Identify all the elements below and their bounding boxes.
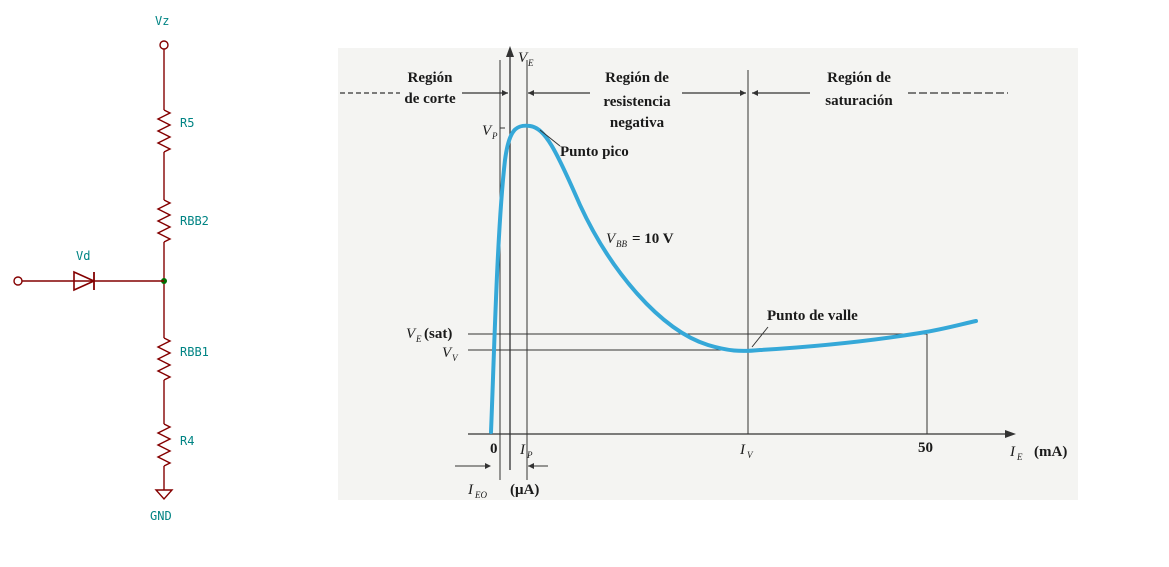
valley-pointer bbox=[751, 326, 769, 348]
vp-sub: P bbox=[491, 131, 498, 141]
region-cut-line2: de corte bbox=[404, 91, 456, 107]
rbb1-label: RBB1 bbox=[180, 345, 209, 359]
x-axis-label-sub: E bbox=[1016, 452, 1023, 462]
x-axis-label: I bbox=[1009, 444, 1016, 460]
rbb2-resistor bbox=[156, 199, 172, 243]
ip-sub: P bbox=[526, 450, 533, 460]
valley-label: Punto de valle bbox=[767, 308, 858, 324]
x-axis-arrow-icon bbox=[1005, 430, 1016, 438]
graph-background bbox=[338, 48, 1078, 500]
r5-resistor bbox=[156, 109, 172, 153]
vz-terminal bbox=[159, 40, 169, 50]
iv-sub: V bbox=[747, 450, 754, 460]
region-sat-line2: saturación bbox=[825, 93, 893, 109]
ieo-label: I bbox=[467, 482, 474, 498]
r4-resistor bbox=[156, 423, 172, 467]
peak-pointer bbox=[539, 129, 561, 147]
ujt-characteristic-curve bbox=[489, 123, 978, 434]
region-sat-line1: Región de bbox=[827, 70, 891, 86]
tick-zero: 0 bbox=[490, 441, 498, 457]
rbb2-label: RBB2 bbox=[180, 214, 209, 228]
arrow-icon bbox=[502, 90, 508, 96]
vd-diode bbox=[73, 270, 96, 292]
vbb-label: V bbox=[606, 231, 617, 247]
region-neg-line1: Región de bbox=[605, 70, 669, 86]
arrow-icon bbox=[485, 463, 491, 469]
schematic: Vz R5 RBB2 Vd RBB1 R4 GND bbox=[13, 14, 209, 523]
region-neg-line3: negativa bbox=[610, 115, 665, 131]
ujt-characteristic-graph: Región de corte Región de resistencia ne… bbox=[338, 46, 1078, 500]
vd-label: Vd bbox=[76, 249, 90, 263]
arrow-icon bbox=[740, 90, 746, 96]
r5-label: R5 bbox=[180, 116, 194, 130]
ua-label: (μA) bbox=[510, 482, 539, 498]
y-axis-label-sub: E bbox=[527, 58, 534, 68]
peak-label: Punto pico bbox=[560, 144, 629, 160]
ip-label: I bbox=[519, 442, 526, 458]
arrow-icon bbox=[528, 463, 534, 469]
vbb-value: = 10 V bbox=[632, 231, 674, 247]
input-terminal bbox=[13, 276, 23, 286]
vesat-label: V bbox=[406, 326, 417, 342]
region-neg-line2: resistencia bbox=[603, 94, 671, 110]
vz-label: Vz bbox=[155, 14, 169, 28]
vv-label: V bbox=[442, 345, 453, 361]
ieo-sub: EO bbox=[474, 490, 487, 500]
r4-label: R4 bbox=[180, 434, 194, 448]
vesat-sub: E bbox=[415, 334, 422, 344]
rbb1-resistor bbox=[156, 337, 172, 381]
vesat-suffix: (sat) bbox=[424, 326, 452, 342]
tick-50: 50 bbox=[918, 440, 933, 456]
gnd-symbol bbox=[154, 489, 174, 501]
vbb-sub: BB bbox=[616, 239, 627, 249]
iv-label: I bbox=[739, 442, 746, 458]
y-axis-label: V bbox=[518, 50, 529, 66]
vp-label: V bbox=[482, 123, 493, 139]
x-axis-unit: (mA) bbox=[1034, 444, 1067, 460]
gnd-label: GND bbox=[150, 509, 172, 523]
vv-sub: V bbox=[452, 353, 459, 363]
y-axis-arrow-icon bbox=[506, 46, 514, 57]
region-cut-line1: Región bbox=[408, 70, 454, 86]
